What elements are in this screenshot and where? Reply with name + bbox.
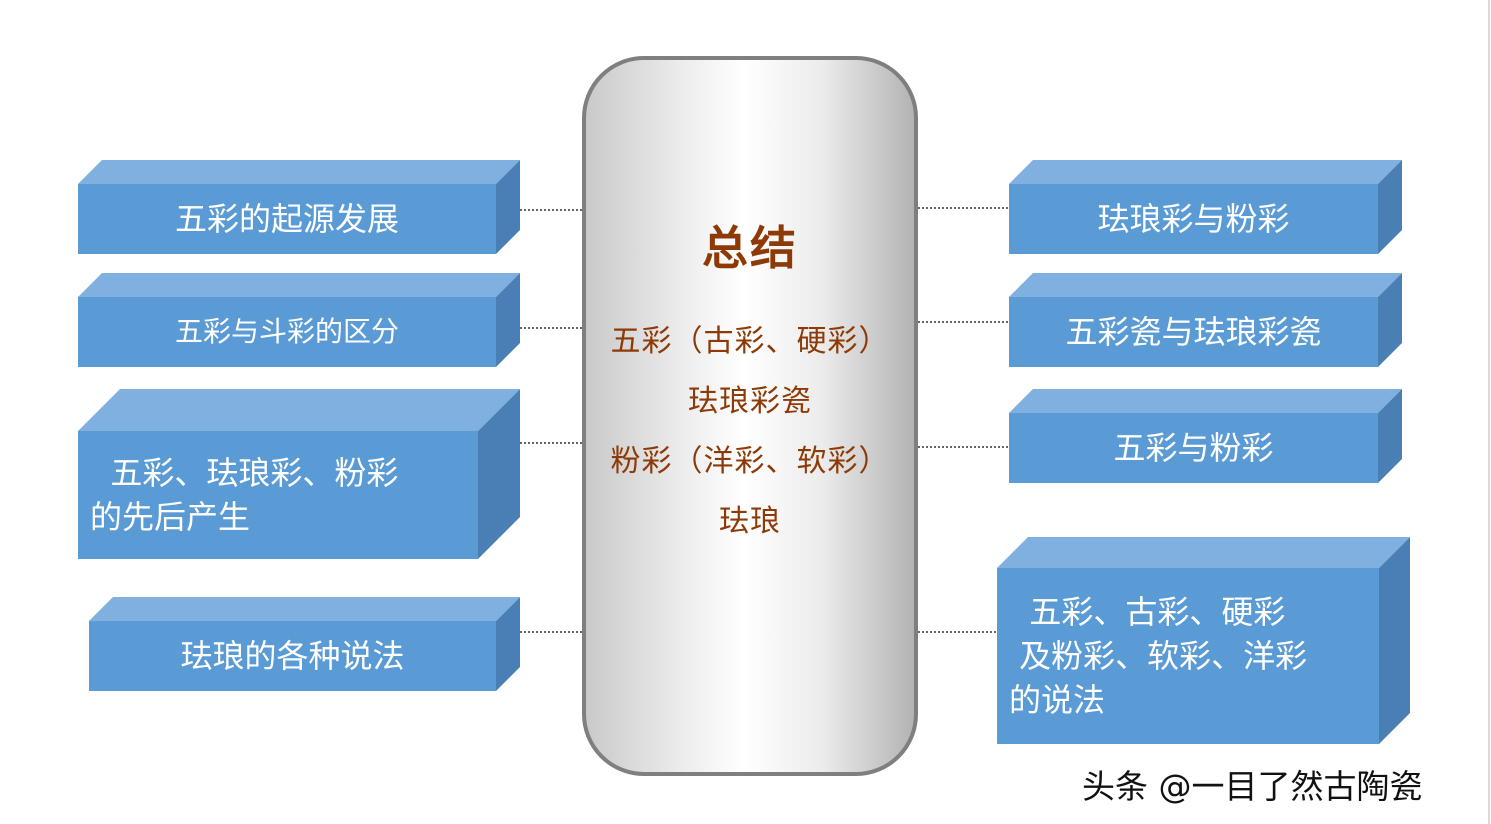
left-box-3-bevel <box>78 389 520 559</box>
left-box-2: 五彩与斗彩的区分 <box>78 273 520 367</box>
summary-line-4: 珐琅 <box>719 504 781 539</box>
right-box-4-label: 五彩、古彩、硬彩 及粉彩、软彩、洋彩 的说法 <box>1009 593 1308 719</box>
right-box-1: 珐琅彩与粉彩 <box>1009 160 1402 254</box>
left-box-3: 五彩、珐琅彩、粉彩 的先后产生 <box>78 389 520 559</box>
left-box-1: 五彩的起源发展 <box>78 160 520 254</box>
right-box-4-bevel <box>997 537 1410 744</box>
summary-line-2: 珐琅彩瓷 <box>688 384 812 419</box>
watermark-text: 头条 @一目了然古陶瓷 <box>1082 767 1423 806</box>
left-box-4: 珐琅的各种说法 <box>89 597 520 691</box>
left-box-4-label: 珐琅的各种说法 <box>89 621 496 691</box>
page-right-border <box>1488 0 1490 824</box>
right-box-2-bevel <box>1009 273 1402 367</box>
right-box-3-bevel <box>1009 389 1402 483</box>
summary-title: 总结 <box>702 221 798 275</box>
left-box-2-label: 五彩与斗彩的区分 <box>78 297 496 367</box>
right-box-2-label: 五彩瓷与珐琅彩瓷 <box>1009 297 1378 367</box>
right-box-3: 五彩与粉彩 <box>1009 389 1402 483</box>
left-box-2-bevel <box>78 273 520 367</box>
left-box-1-label: 五彩的起源发展 <box>78 184 496 254</box>
right-box-4-label-wrap: 五彩、古彩、硬彩 及粉彩、软彩、洋彩 的说法 <box>997 568 1379 744</box>
left-box-1-bevel <box>78 160 520 254</box>
right-box-1-label: 珐琅彩与粉彩 <box>1009 184 1378 254</box>
summary-panel <box>582 56 918 776</box>
left-box-3-label-wrap: 五彩、珐琅彩、粉彩 的先后产生 <box>78 431 478 559</box>
right-box-3-label: 五彩与粉彩 <box>1009 413 1378 483</box>
right-box-2: 五彩瓷与珐琅彩瓷 <box>1009 273 1402 367</box>
right-box-4: 五彩、古彩、硬彩 及粉彩、软彩、洋彩 的说法 <box>997 537 1410 744</box>
right-box-1-bevel <box>1009 160 1402 254</box>
summary-line-3: 粉彩（洋彩、软彩） <box>610 444 890 479</box>
summary-line-1: 五彩（古彩、硬彩） <box>610 324 890 359</box>
left-box-4-bevel <box>89 597 520 691</box>
left-box-3-label: 五彩、珐琅彩、粉彩 的先后产生 <box>90 454 399 536</box>
